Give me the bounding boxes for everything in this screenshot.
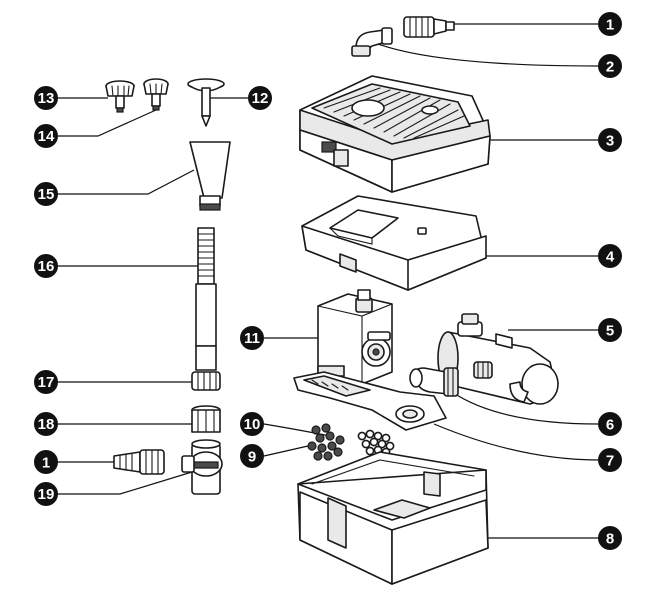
svg-text:10: 10 <box>244 416 261 433</box>
part-1-hose-connector-lower <box>113 449 165 475</box>
part-5-uv-clarifier <box>437 313 559 405</box>
callout-14: 14 <box>34 124 58 148</box>
part-15-extension-nozzle <box>189 141 231 211</box>
callout-badges: 1 2 3 4 5 6 7 8 <box>34 12 622 550</box>
svg-text:12: 12 <box>252 90 269 107</box>
callout-18: 18 <box>34 412 58 436</box>
svg-text:19: 19 <box>38 486 55 503</box>
callout-4: 4 <box>598 244 622 268</box>
callout-12: 12 <box>248 86 272 110</box>
svg-text:7: 7 <box>606 453 614 470</box>
part-9-filter-media-dark <box>307 423 345 461</box>
svg-text:16: 16 <box>38 258 55 275</box>
svg-text:13: 13 <box>38 90 55 107</box>
callout-1: 1 <box>598 12 622 36</box>
part-2-elbow-connector <box>351 27 393 57</box>
callout-1-lower: 1 <box>34 450 58 474</box>
part-13-fountain-nozzle <box>105 80 135 113</box>
part-6-outlet-elbow <box>409 367 459 397</box>
svg-text:9: 9 <box>248 449 256 466</box>
part-18-adapter <box>191 405 221 433</box>
part-10-filter-media-light <box>357 429 395 457</box>
callout-13: 13 <box>34 86 58 110</box>
svg-text:8: 8 <box>606 531 614 548</box>
svg-text:11: 11 <box>244 330 260 347</box>
part-16-extension-tube <box>195 227 217 371</box>
svg-text:1: 1 <box>42 455 50 472</box>
part-19-diverter-valve <box>181 439 223 495</box>
leader-lines <box>58 23 599 539</box>
part-7-pump-tray <box>293 371 447 431</box>
part-1-hose-connector <box>403 16 455 38</box>
svg-text:5: 5 <box>606 323 614 340</box>
callout-6: 6 <box>598 412 622 436</box>
svg-text:14: 14 <box>38 128 55 145</box>
svg-text:17: 17 <box>38 374 55 391</box>
callout-7: 7 <box>598 448 622 472</box>
svg-text:15: 15 <box>38 186 55 203</box>
svg-text:6: 6 <box>606 417 614 434</box>
callout-2: 2 <box>598 54 622 78</box>
svg-text:2: 2 <box>606 59 614 76</box>
callout-15: 15 <box>34 182 58 206</box>
callout-5: 5 <box>598 318 622 342</box>
svg-text:18: 18 <box>38 416 55 433</box>
svg-text:4: 4 <box>606 249 615 266</box>
part-12-bell-nozzle <box>187 78 225 127</box>
callout-8: 8 <box>598 526 622 550</box>
part-8-filter-base <box>297 451 489 585</box>
callout-3: 3 <box>598 128 622 152</box>
part-4-filter-foam <box>301 195 487 291</box>
callout-9: 9 <box>240 444 264 468</box>
callout-10: 10 <box>240 412 264 436</box>
part-3-filter-lid <box>299 75 491 193</box>
part-14-fountain-nozzle <box>143 78 169 111</box>
callout-11: 11 <box>240 326 264 350</box>
callout-17: 17 <box>34 370 58 394</box>
callout-19: 19 <box>34 482 58 506</box>
svg-text:3: 3 <box>606 133 614 150</box>
part-11-pump <box>317 289 393 385</box>
callout-16: 16 <box>34 254 58 278</box>
svg-text:1: 1 <box>606 17 614 34</box>
part-17-tube-coupler <box>191 371 221 391</box>
